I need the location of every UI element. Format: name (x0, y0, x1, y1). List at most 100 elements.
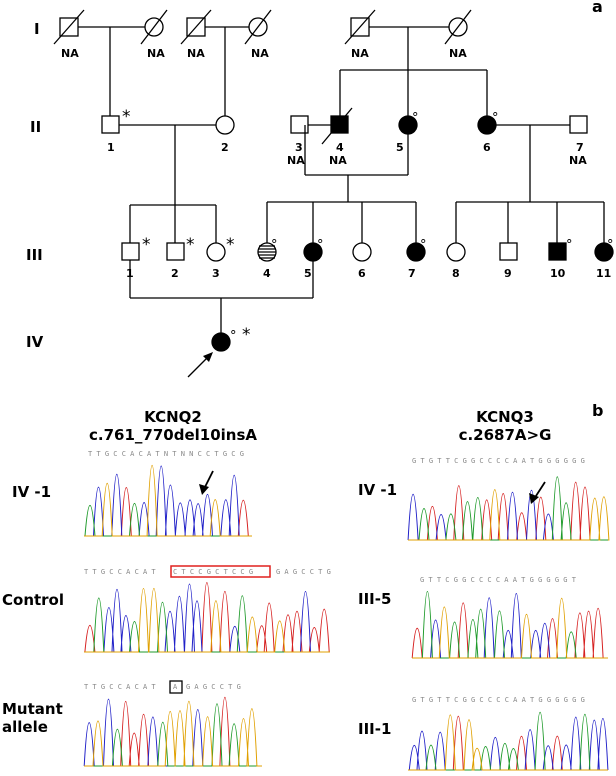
individual-number: 1 (107, 141, 115, 154)
individual-number: 6 (483, 141, 491, 154)
individual-number: 7 (576, 141, 584, 154)
row-label: IV -1 (12, 483, 51, 501)
generation-iv (187, 332, 231, 378)
variant-arrow (529, 481, 546, 504)
base-sequence: T T G C C A C A T N T N N C C T G C G (88, 450, 244, 458)
individual-number: 10 (550, 267, 566, 280)
row-label: III-5 (358, 590, 391, 608)
na-label: NA (61, 47, 79, 60)
chromatogram-trace (84, 502, 252, 537)
chromatogram-trace (84, 700, 262, 767)
generation-label-iv: IV (26, 333, 44, 351)
circle-mark: ° (420, 238, 427, 253)
na-label: NA (147, 47, 165, 60)
individual-iii-1 (121, 242, 140, 261)
base-sequence: G T T C G G C C C C A A T G G G G G T (420, 576, 577, 584)
individual-number: 5 (304, 267, 312, 280)
kcnq3-gene-title: KCNQ3 (476, 408, 534, 426)
insertion-highlight-box (169, 680, 183, 694)
chromatogram-trace (84, 703, 262, 767)
base-sequence: G A G C C T G (186, 683, 241, 691)
kcnq3-variant-title: c.2687A>G (459, 426, 552, 444)
circle-mark: ° (230, 329, 237, 344)
individual-iii-7 (406, 242, 426, 262)
circle-mark: ° (317, 238, 324, 253)
chromatogram-trace (408, 716, 609, 771)
individual-ii-1 (101, 115, 120, 134)
chromatogram-trace (84, 581, 330, 653)
chromatogram-trace (412, 598, 608, 659)
base-sequence: C T C C G C T C C G (173, 568, 253, 576)
individual-number: 4 (336, 141, 344, 154)
panel-a-label: a (592, 0, 603, 16)
individual-iii-10 (548, 242, 567, 261)
row-label: Control (2, 591, 64, 609)
chromatogram-trace (408, 714, 608, 771)
deletion-highlight-box (170, 565, 271, 578)
chromatogram-trace (408, 712, 608, 771)
individual-number: 6 (358, 267, 366, 280)
chromatogram-trace (84, 595, 330, 653)
individual-number: 1 (126, 267, 134, 280)
kcnq2-gene-title: KCNQ2 (144, 408, 202, 426)
generation-label-iii: III (26, 246, 43, 264)
circle-mark: ° (492, 111, 499, 126)
na-label: NA (351, 47, 369, 60)
individual-number: 4 (263, 267, 271, 280)
individual-ii-7 (569, 115, 588, 134)
generation-ii (101, 107, 588, 205)
chromatogram-trace (84, 464, 252, 537)
base-sequence: A (173, 683, 178, 691)
na-label: NA (449, 47, 467, 60)
kcnq2-variant-title: c.761_770del10insA (89, 426, 257, 444)
chromatogram-trace (408, 489, 610, 541)
circle-mark: ° (271, 238, 278, 253)
generation-label-i: I (34, 20, 40, 38)
individual-number: 5 (396, 141, 404, 154)
base-sequence: G T G T T C G G C C C C A A T G G G G G … (412, 457, 585, 465)
individual-number: 11 (596, 267, 611, 280)
individual-ii-2 (215, 115, 235, 135)
variant-arrow (199, 470, 214, 495)
na-label: NA (329, 154, 347, 167)
individual-iii-2 (166, 242, 185, 261)
individual-number: 3 (212, 267, 220, 280)
individual-iii-3 (206, 242, 226, 262)
panel-b-label: b (592, 401, 603, 420)
chromatogram-trace (408, 716, 608, 771)
individual-iii-6 (352, 242, 372, 262)
base-sequence: T T G C C A C A T (84, 568, 156, 576)
generation-label-ii: II (30, 118, 41, 136)
individual-number: 7 (408, 267, 416, 280)
row-label: Mutant (2, 700, 63, 718)
individual-number: 3 (295, 141, 303, 154)
asterisk-mark: * (142, 235, 151, 255)
row-label: III-1 (358, 720, 391, 738)
base-sequence: T T G C C A C A T (84, 683, 156, 691)
chromatogram-traces (83, 464, 610, 771)
row-label: allele (2, 718, 48, 736)
base-sequence: G T G T T C G G C C C C A A T G G G G G … (412, 696, 585, 704)
circle-mark: ° (412, 111, 419, 126)
row-label: IV -1 (358, 481, 397, 499)
asterisk-mark: * (186, 235, 195, 255)
individual-iii-9 (499, 242, 518, 261)
base-sequence: G A G C C T G (276, 568, 331, 576)
asterisk-mark: * (226, 235, 235, 255)
individual-iii-11 (594, 242, 614, 262)
individual-iii-4 (257, 242, 277, 262)
chromatogram-trace (84, 583, 330, 653)
chromatogram-trace (84, 465, 252, 537)
individual-number: 2 (171, 267, 179, 280)
na-label: NA (287, 154, 305, 167)
circle-mark: ° (566, 238, 573, 253)
asterisk-mark: * (122, 107, 131, 127)
na-label: NA (251, 47, 269, 60)
chromatogram-trace (84, 587, 330, 653)
na-label: NA (187, 47, 205, 60)
individual-iii-8 (446, 242, 466, 262)
circle-mark: ° (607, 238, 614, 253)
sequencing-panel: b KCNQ2 c.761_770del10insA KCNQ3 c.2687A… (2, 401, 610, 771)
generation-i (53, 9, 488, 116)
